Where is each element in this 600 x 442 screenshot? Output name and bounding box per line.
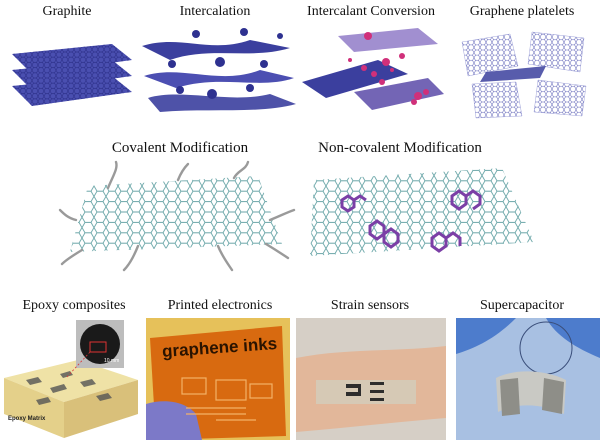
supercapacitor-photo [456, 318, 600, 440]
epoxy-composite-illustration: 10 mm Epoxy Matrix [0, 318, 142, 440]
epoxy-matrix-label: Epoxy Matrix [8, 416, 46, 422]
label-epoxy-composites: Epoxy composites [22, 298, 126, 313]
label-strain-sensors: Strain sensors [330, 298, 410, 313]
label-intercalation: Intercalation [179, 4, 251, 19]
strain-sensors-photo [296, 318, 446, 440]
intercalation-illustration [140, 24, 300, 114]
graphene-platelets-illustration [456, 24, 596, 120]
label-non-covalent-modification: Non-covalent Modification [318, 140, 482, 156]
covalent-modification-illustration [58, 160, 298, 275]
label-printed-electronics: Printed electronics [167, 298, 273, 313]
epoxy-inset-scale: 10 mm [104, 358, 120, 364]
label-intercalant-conversion: Intercalant Conversion [307, 4, 435, 19]
label-supercapacitor: Supercapacitor [480, 298, 564, 313]
non-covalent-modification-illustration [302, 160, 542, 275]
label-graphite: Graphite [42, 4, 92, 19]
printed-electronics-photo: graphene inks [146, 318, 290, 440]
label-covalent-modification: Covalent Modification [111, 140, 249, 156]
intercalant-conversion-illustration [298, 22, 448, 114]
graphite-illustration [2, 26, 142, 114]
label-graphene-platelets: Graphene platelets [469, 4, 575, 19]
